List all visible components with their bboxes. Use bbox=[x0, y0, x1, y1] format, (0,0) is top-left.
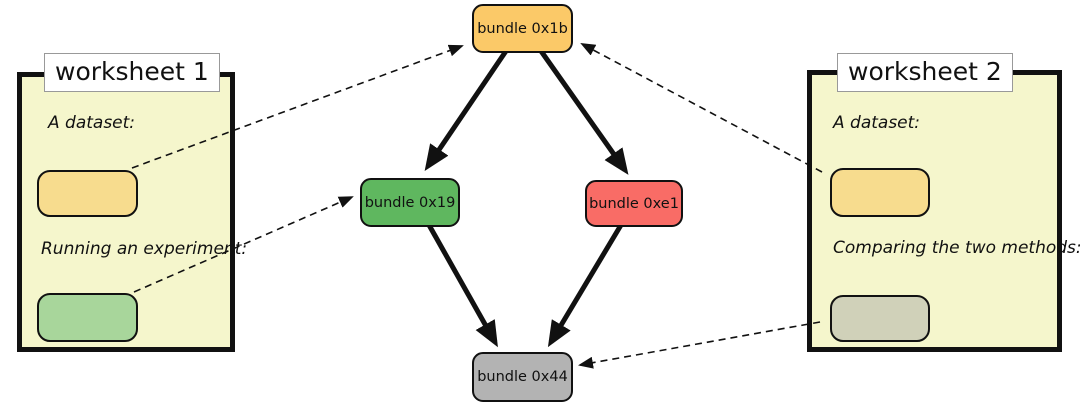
worksheet-1-experiment-item bbox=[37, 293, 138, 342]
worksheet-2-box: worksheet 2 A dataset: Comparing the two… bbox=[807, 53, 1080, 352]
worksheet-2-dataset-label: A dataset: bbox=[833, 113, 921, 133]
bundle-node-0x44: bundle 0x44 bbox=[472, 352, 573, 402]
worksheet-2-comparison-label: Comparing the two methods: bbox=[833, 238, 1080, 258]
worksheet-1-experiment-label: Running an experiment: bbox=[41, 239, 248, 259]
worksheet-2-title: worksheet 2 bbox=[837, 53, 1013, 93]
edge-ws1-experiment-to-0x19 bbox=[133, 196, 354, 293]
edge-ws2-comparison-to-0x44 bbox=[578, 321, 821, 369]
edge-ws1-dataset-to-0x1b bbox=[131, 44, 464, 169]
worksheet-1-dataset-label: A dataset: bbox=[48, 113, 136, 133]
edge-0x19-to-0x44 bbox=[426, 223, 498, 348]
bundle-node-0xe1: bundle 0xe1 bbox=[585, 180, 683, 227]
edge-0xe1-to-0x44 bbox=[547, 223, 624, 348]
bundle-node-0x19: bundle 0x19 bbox=[360, 178, 460, 227]
worksheet-1-title: worksheet 1 bbox=[44, 53, 220, 93]
worksheet-1-dataset-item bbox=[37, 170, 138, 217]
edge-ws2-dataset-to-0x1b bbox=[580, 43, 823, 173]
worksheet-2-dataset-item bbox=[830, 168, 930, 217]
worksheet-2-comparison-item bbox=[830, 295, 930, 342]
worksheet-1-box: worksheet 1 A dataset: Running an experi… bbox=[17, 53, 247, 352]
edge-0x1b-to-0xe1 bbox=[538, 49, 629, 175]
edge-0x1b-to-0x19 bbox=[424, 49, 509, 171]
bundle-node-0x1b: bundle 0x1b bbox=[472, 4, 573, 53]
